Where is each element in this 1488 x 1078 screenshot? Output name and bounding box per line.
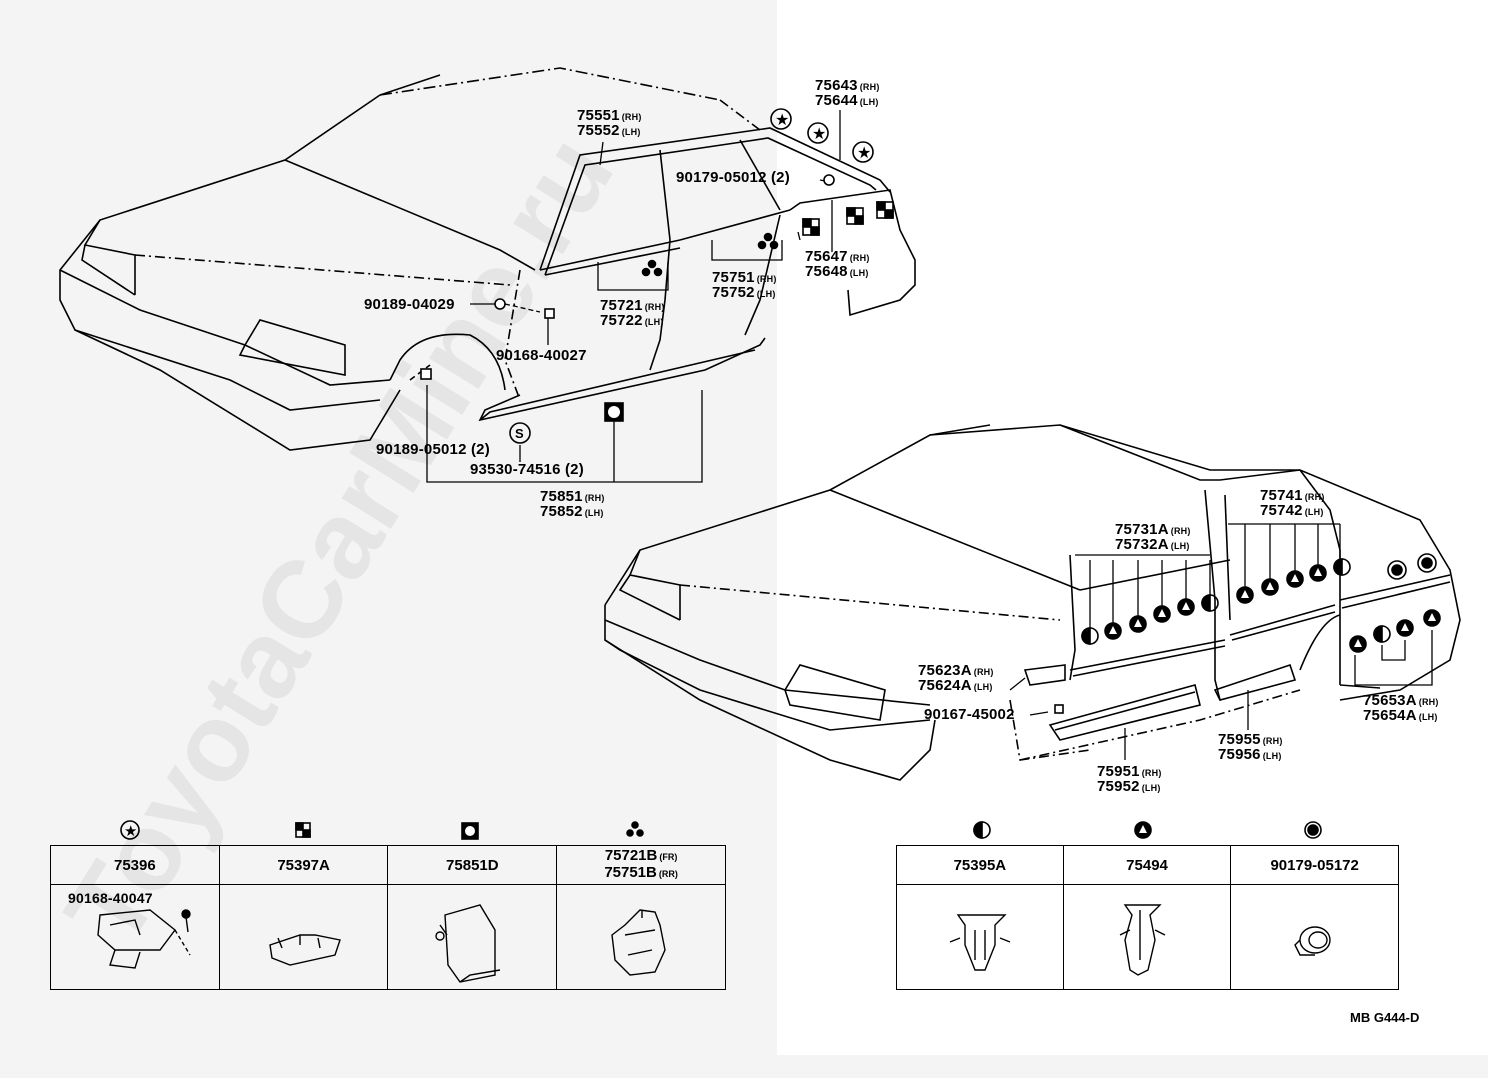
cell-90179-05172: 90179-05172 bbox=[1230, 845, 1399, 885]
top-leader-lines bbox=[426, 110, 841, 483]
parts-table-right: 75395A 75494 90179-05172 bbox=[896, 845, 1399, 990]
parts-table-left: 75396 75397A 75851D 75721B(FR) 75751B(RR… bbox=[50, 845, 726, 990]
label-93530-74516: 93530-74516 (2) bbox=[470, 461, 584, 478]
label-90168-40027: 90168-40027 bbox=[496, 347, 587, 364]
triangle-glyphs bbox=[1109, 568, 1436, 647]
label-75951: 75951(RH) bbox=[1097, 763, 1162, 780]
label-75722: 75722(LH) bbox=[600, 312, 664, 329]
table-symbols: ★ bbox=[120, 820, 1322, 840]
label-75653A: 75653A(RH) bbox=[1363, 692, 1439, 709]
picture-cell-75721B bbox=[556, 884, 726, 990]
bottom-strip-background bbox=[0, 1055, 1488, 1078]
label-75741: 75741(RH) bbox=[1260, 487, 1325, 504]
svg-text:★: ★ bbox=[812, 126, 826, 143]
label-90168-40047: 90168-40047 bbox=[68, 890, 153, 906]
label-90179-05012: 90179-05012 (2) bbox=[676, 169, 790, 186]
label-75654A: 75654A(LH) bbox=[1363, 707, 1438, 724]
picture-cell-75395A bbox=[896, 884, 1064, 990]
cell-75397A: 75397A bbox=[218, 845, 389, 885]
label-90189-05012: 90189-05012 (2) bbox=[376, 441, 490, 458]
label-75551: 75551(RH) bbox=[577, 107, 642, 124]
cell-75395A: 75395A bbox=[896, 845, 1064, 885]
label-75643: 75643(RH) bbox=[815, 77, 880, 94]
label-75956: 75956(LH) bbox=[1218, 746, 1282, 763]
s-mark: S bbox=[515, 426, 524, 441]
label-75731A: 75731A(RH) bbox=[1115, 521, 1191, 538]
top-car-outline bbox=[59, 67, 916, 451]
svg-text:★: ★ bbox=[124, 823, 137, 840]
cell-75494: 75494 bbox=[1062, 845, 1232, 885]
label-75751: 75751(RH) bbox=[712, 269, 777, 286]
picture-cell-75851D bbox=[387, 884, 558, 990]
ring-circle-marks bbox=[1387, 553, 1437, 580]
picture-cell-75494 bbox=[1062, 884, 1232, 990]
label-90189-04029: 90189-04029 bbox=[364, 296, 455, 313]
triangle-circle-marks bbox=[1104, 564, 1441, 653]
label-75852: 75852(LH) bbox=[540, 503, 604, 520]
label-75624A: 75624A(LH) bbox=[918, 677, 993, 694]
label-75647: 75647(RH) bbox=[805, 248, 870, 265]
cell-75396: 75396 bbox=[50, 845, 220, 885]
label-75648: 75648(LH) bbox=[805, 263, 869, 280]
bottom-symbols bbox=[1054, 553, 1441, 714]
label-75552: 75552(LH) bbox=[577, 122, 641, 139]
label-75623A: 75623A(RH) bbox=[918, 662, 994, 679]
label-75955: 75955(RH) bbox=[1218, 731, 1283, 748]
label-75732A: 75732A(LH) bbox=[1115, 536, 1190, 553]
label-75952: 75952(LH) bbox=[1097, 778, 1161, 795]
label-75752: 75752(LH) bbox=[712, 284, 776, 301]
top-fasteners bbox=[420, 174, 835, 380]
svg-text:★: ★ bbox=[775, 112, 789, 129]
picture-cell-90179-05172 bbox=[1230, 884, 1399, 990]
diagram-reference-code: MB G444-D bbox=[1350, 1010, 1420, 1025]
table-left-header-row: 75396 75397A 75851D 75721B(FR) 75751B(RR… bbox=[50, 845, 726, 885]
picture-cell-75396 bbox=[50, 884, 220, 990]
table-left-picture-row bbox=[50, 884, 726, 990]
label-75742: 75742(LH) bbox=[1260, 502, 1324, 519]
table-right-header-row: 75395A 75494 90179-05172 bbox=[896, 845, 1399, 885]
picture-cell-75397A bbox=[218, 884, 389, 990]
table-right-picture-row bbox=[896, 884, 1399, 990]
cell-75721B: 75721B(FR) 75751B(RR) bbox=[556, 845, 726, 885]
bottom-car-outline bbox=[604, 424, 1461, 781]
label-75721: 75721(RH) bbox=[600, 297, 665, 314]
bottom-leader-lines bbox=[1009, 523, 1433, 760]
top-symbols: ★ ★ ★ bbox=[509, 108, 894, 444]
label-75644: 75644(LH) bbox=[815, 92, 879, 109]
label-90167-45002: 90167-45002 bbox=[924, 706, 1015, 723]
half-circle-marks bbox=[1081, 558, 1391, 645]
label-75851: 75851(RH) bbox=[540, 488, 605, 505]
cell-75851D: 75851D bbox=[387, 845, 558, 885]
svg-text:★: ★ bbox=[857, 145, 871, 162]
